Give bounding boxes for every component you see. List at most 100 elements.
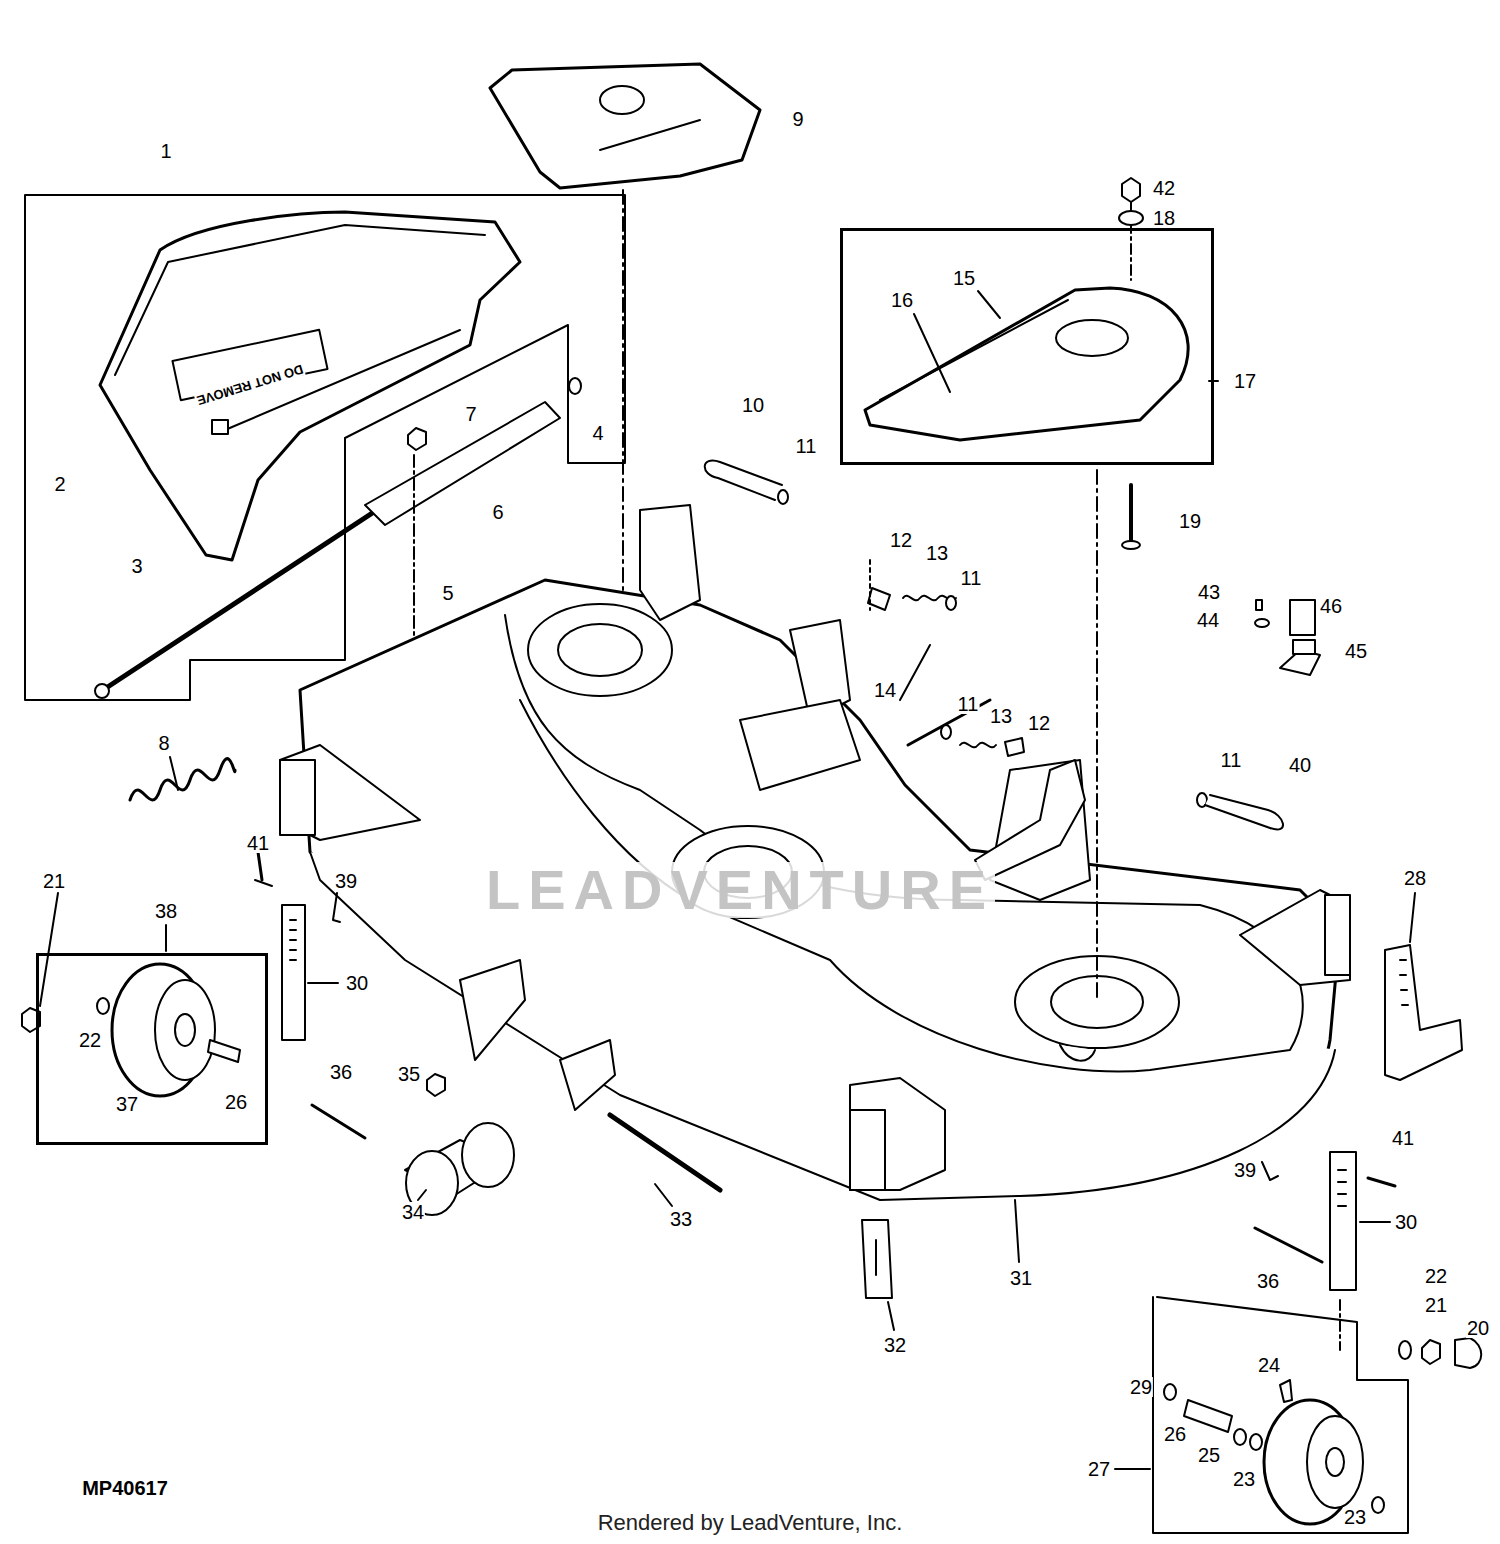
callout-number: 42	[1152, 178, 1176, 198]
drawing-part	[1234, 1429, 1246, 1445]
mower-deck	[280, 470, 1350, 1200]
callout-number: 25	[1197, 1445, 1221, 1465]
belt-cover	[490, 64, 760, 640]
drawing-part	[175, 1014, 195, 1046]
drawing-part	[130, 759, 235, 800]
drawing-part	[1385, 945, 1462, 1080]
callout-number: 22	[1424, 1266, 1448, 1286]
drawing-part	[1205, 795, 1283, 829]
drawing-part	[1338, 1170, 1346, 1206]
callout-number: 13	[989, 706, 1013, 726]
discharge-chute	[100, 212, 520, 560]
drawing-part	[1096, 470, 1098, 1000]
drawing-part	[408, 428, 426, 450]
right-wheel	[1115, 893, 1481, 1524]
callout-number: 18	[1152, 208, 1176, 228]
drawing-part	[1240, 890, 1350, 985]
drawing-part	[960, 743, 996, 748]
drawing-part	[255, 880, 272, 886]
drawing-part	[946, 596, 956, 610]
drawing-part	[462, 1123, 514, 1187]
callout-number: 35	[397, 1064, 421, 1084]
drawing-part	[1293, 640, 1315, 654]
callout-number: 6	[491, 502, 504, 522]
callout-number: 24	[1257, 1355, 1281, 1375]
drawing-part	[427, 1074, 445, 1096]
drawing-part	[258, 852, 262, 880]
drawing-part	[1250, 1434, 1262, 1450]
callout-number: 22	[78, 1030, 102, 1050]
callout-number: 30	[1394, 1212, 1418, 1232]
drawing-part	[1255, 619, 1269, 627]
callout-number: 8	[157, 733, 170, 753]
callout-number: 11	[795, 436, 818, 456]
drawing-part	[569, 378, 581, 394]
callout-number: 26	[224, 1092, 248, 1112]
drawing-part	[778, 490, 788, 504]
callout-number: 20	[1466, 1318, 1490, 1338]
drawing-part	[1326, 1448, 1344, 1476]
drawing-part	[312, 1105, 365, 1138]
drawing-part	[413, 455, 415, 660]
callout-number: 16	[890, 290, 914, 310]
drawing-part	[622, 190, 624, 640]
callout-number: 41	[246, 833, 270, 853]
callout-number: 7	[464, 404, 477, 424]
callout-number: 34	[401, 1202, 425, 1222]
front-bracket	[862, 1200, 1019, 1330]
callout-number: 2	[53, 474, 66, 494]
callout-number: 28	[1403, 868, 1427, 888]
callout-number: 33	[669, 1209, 693, 1229]
credit-line: Rendered by LeadVenture, Inc.	[597, 1512, 904, 1534]
drawing-part	[705, 461, 782, 500]
drawing-part	[1255, 1228, 1322, 1262]
drawing-part	[1360, 1221, 1390, 1223]
spring	[130, 757, 235, 800]
drawing-part	[1372, 1497, 1384, 1513]
group-bracket	[25, 195, 1408, 1533]
callout-number: 32	[883, 1335, 907, 1355]
drawing-part	[1122, 178, 1140, 202]
callout-number: 45	[1344, 641, 1368, 661]
drawing-part	[1256, 600, 1262, 610]
drawing-part	[888, 1302, 894, 1330]
callout-number: 39	[334, 871, 358, 891]
callout-number: 21	[42, 871, 66, 891]
drawing-part	[600, 120, 700, 150]
callout-number: 4	[591, 423, 604, 443]
callout-number: 37	[115, 1094, 139, 1114]
callout-number: 10	[741, 395, 765, 415]
drawing-part	[308, 982, 338, 984]
callout-number: 44	[1196, 610, 1220, 630]
drawing-part	[1015, 1200, 1019, 1262]
callout-number: 21	[1424, 1295, 1448, 1315]
callout-number: 36	[1256, 1271, 1280, 1291]
drawing-part	[208, 1040, 240, 1062]
callout-number: 46	[1319, 596, 1343, 616]
drawing-part	[1119, 211, 1143, 225]
drawing-part	[40, 893, 58, 1006]
drawing-part	[1307, 1416, 1363, 1508]
drawing-part	[282, 905, 305, 1040]
drawing-part	[850, 1078, 945, 1190]
drawing-part	[850, 1110, 885, 1190]
callout-number: 1	[159, 141, 172, 161]
belt-cover-right	[865, 178, 1218, 549]
drawing-part	[610, 1115, 720, 1190]
drawing-part	[155, 980, 215, 1080]
drawing-part	[640, 505, 700, 620]
callout-number: 31	[1009, 1268, 1033, 1288]
drawing-part	[1330, 1152, 1356, 1290]
callout-number: 11	[960, 568, 983, 588]
callout-number: 23	[1343, 1507, 1367, 1527]
drawing-part	[1422, 1340, 1440, 1364]
lift-hardware	[705, 461, 1320, 880]
drawing-part	[333, 893, 340, 922]
drawing-id: MP40617	[81, 1478, 169, 1498]
callout-number: 39	[1233, 1160, 1257, 1180]
drawing-part	[978, 291, 1000, 318]
callout-number: 40	[1288, 755, 1312, 775]
callout-number: 13	[925, 543, 949, 563]
callout-number: 15	[952, 268, 976, 288]
drawing-part	[1005, 738, 1024, 756]
